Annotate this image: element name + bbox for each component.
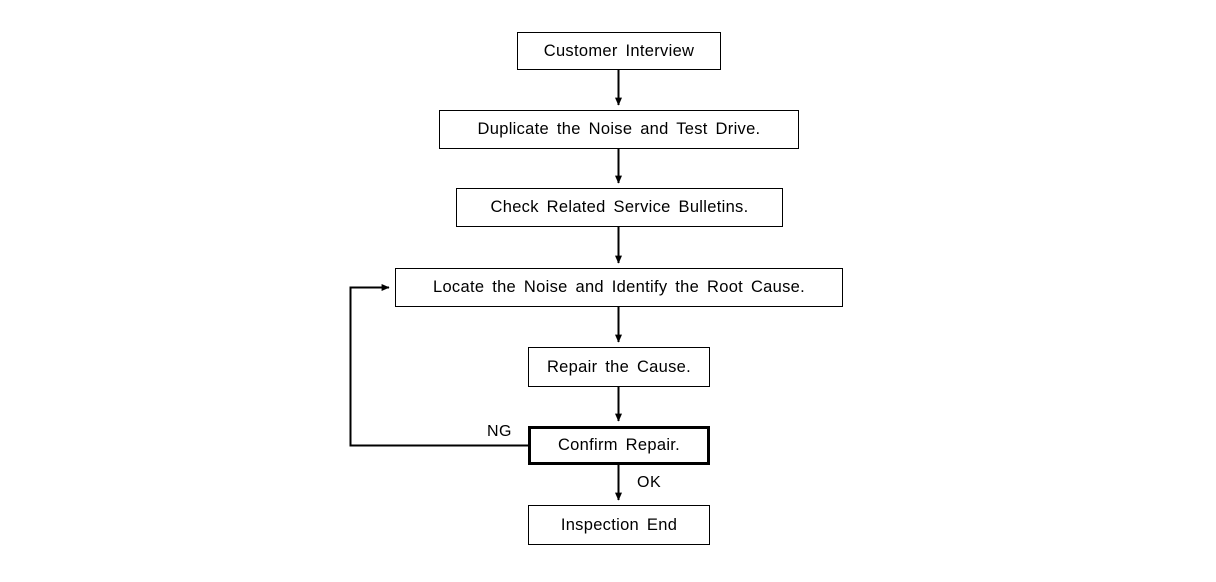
node-check-related-service-bulletins[interactable]: Check Related Service Bulletins.: [456, 188, 783, 227]
node-label: Confirm Repair.: [557, 436, 681, 455]
node-locate-the-noise-and-identify-the-root-cause[interactable]: Locate the Noise and Identify the Root C…: [395, 268, 843, 307]
node-duplicate-the-noise-and-test-drive[interactable]: Duplicate the Noise and Test Drive.: [439, 110, 799, 149]
edge-label-ng: NG: [487, 423, 512, 440]
node-label: Customer Interview: [543, 41, 695, 60]
node-label: Inspection End: [560, 515, 678, 534]
node-label: Repair the Cause.: [546, 357, 692, 376]
node-label: Check Related Service Bulletins.: [490, 198, 749, 217]
connector-ng-feedback-loop: [349, 284, 528, 447]
node-confirm-repair[interactable]: Confirm Repair.: [528, 426, 710, 465]
node-label: Locate the Noise and Identify the Root C…: [432, 278, 806, 297]
node-repair-the-cause[interactable]: Repair the Cause.: [528, 347, 710, 387]
edge-label-ok: OK: [637, 474, 662, 491]
node-customer-interview[interactable]: Customer Interview: [517, 32, 721, 70]
node-label: Duplicate the Noise and Test Drive.: [477, 120, 761, 139]
node-inspection-end[interactable]: Inspection End: [528, 505, 710, 545]
